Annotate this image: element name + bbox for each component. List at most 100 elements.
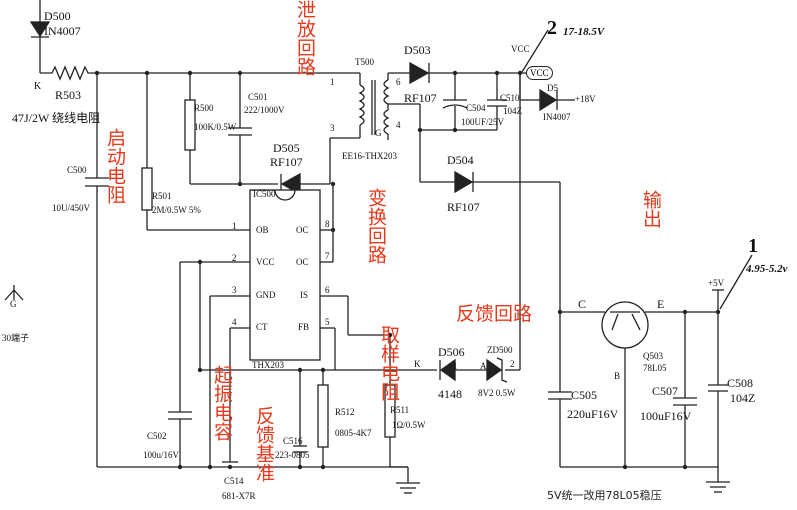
ic-pin7-name: OC [296,257,309,267]
ic-pin8-num: 8 [325,219,330,229]
ic500-ref: IC500 [253,189,276,199]
ic-pin3-name: GND [256,290,276,300]
plus5v-label: +5V [708,278,725,288]
r503-symbol [40,65,97,81]
n2-label: 2 [510,359,515,369]
q503-symbol [601,301,649,349]
r501-ref: R501 [152,191,172,201]
v2-number: 2 [547,17,557,39]
annotation-qidong: 启动电阻 [103,128,126,204]
c510-ref: C510 [500,93,520,103]
q503-b-label: B [614,371,621,381]
ic-pin6-num: 6 [325,285,330,295]
annotation-fankui-jizhun: 反馈基准 [252,406,275,482]
c502-value: 100u/16V [143,450,179,460]
d506-part: 4148 [438,387,462,401]
ground-note: 30端子 [2,333,30,343]
d504-ref: D504 [447,153,474,167]
r501-symbol [141,167,153,211]
k-label: K [34,81,42,92]
c516-ref: C516 [283,436,303,446]
ic-pin5-name: FB [298,322,310,332]
c500-ref: C500 [67,165,87,175]
d505-ref: D505 [273,141,300,155]
d503-part: RF107 [404,91,437,105]
t500-core: EE16-THX203 [342,151,397,161]
q503-part: 78L05 [643,363,667,373]
d5-symbol [539,88,558,112]
r503-desc: 47J/2W 绕线电阻 [12,111,101,125]
c505-ref: C505 [571,388,598,402]
r511-value: 1Ω/0.5W [392,420,426,430]
r500-value: 100K/0.5W [194,122,237,132]
c502-ref: C502 [147,431,167,441]
annotation-xiefang: 泄放回路 [293,0,316,76]
v1-range: 4.95-5.2v [746,263,788,275]
annotation-quyang: 取样电阻 [377,325,400,401]
annotation-qizhen: 起振电容 [210,365,233,441]
c504-value: 100UF/25V [461,117,505,127]
c505-value: 220uF16V [567,407,619,421]
zd500-symbol [486,358,503,382]
ic-pin1-num: 1 [232,221,237,231]
vcc-label: VCC [511,44,530,54]
annotation-fankui: 反馈回路 [456,303,533,325]
ic-pin7-num: 7 [325,251,330,261]
d505-part: RF107 [270,155,303,169]
d500-ref: D500 [44,9,71,23]
d500-diode-symbol [29,21,51,38]
q503-c-label: C [578,297,587,311]
a2-label: A [480,361,487,371]
d504-part: RF107 [447,200,480,214]
q503-e-label: E [657,297,665,311]
n1-label: 1 [453,361,458,371]
annotation-shuchu: 输出 [639,190,662,228]
r512-symbol [317,384,329,448]
vcc-flag: VCC [526,66,553,80]
d503-symbol [409,61,430,85]
d5-out: +18V [575,94,596,104]
c507-ref: C507 [652,384,679,398]
r503-ref: R503 [55,88,82,102]
r501-value: 2M/0.5W 5% [152,205,201,215]
c507-value: 100uF16V [640,409,692,423]
ic-pin8-name: OC [296,225,309,235]
ground-symbol-label: G [10,299,17,309]
ic-pin4-name: CT [256,322,268,332]
ic-pin3-num: 3 [232,285,237,295]
t500-pin6: 6 [396,77,401,87]
t500-pin3: 3 [330,123,335,133]
footer-note: 5V统一改用78L05稳压 [547,489,662,502]
ic-pin2-name: VCC [256,257,275,267]
v1-number: 1 [748,235,758,257]
t500-pin1: 1 [330,77,335,87]
ic-pin5-num: 5 [325,317,330,327]
q503-ref: Q503 [643,351,663,361]
ic500-part: THX203 [252,360,284,370]
ic-pin1-name: OB [256,225,269,235]
r511-ref: R511 [390,405,410,415]
v2-range: 17-18.5V [563,26,605,38]
c501-value: 222/1000V [244,105,285,115]
ic-pin6-name: IS [300,290,309,300]
d506-ref: D506 [438,345,465,359]
r512-value: 0805-4K7 [335,428,372,438]
c516-value: 223-0805 [275,450,310,460]
t500-ref: T500 [355,57,374,67]
r512-ref: R512 [335,407,355,417]
zd500-ref: ZD500 [487,345,513,355]
c510-value: 104Z [503,106,522,116]
c500-value: 10U/450V [52,203,90,213]
c508-value: 104Z [730,391,756,405]
r500-ref: R500 [194,103,214,113]
d503-ref: D503 [404,43,431,57]
d5-part: IN4007 [543,112,571,122]
t500-pin4: 4 [396,120,401,130]
c501-ref: C501 [248,92,268,102]
c514-value: 681-X7R [222,491,256,501]
c508-ref: C508 [727,376,754,390]
c504-ref: C504 [466,103,486,113]
d5-ref: D5 [547,83,558,93]
